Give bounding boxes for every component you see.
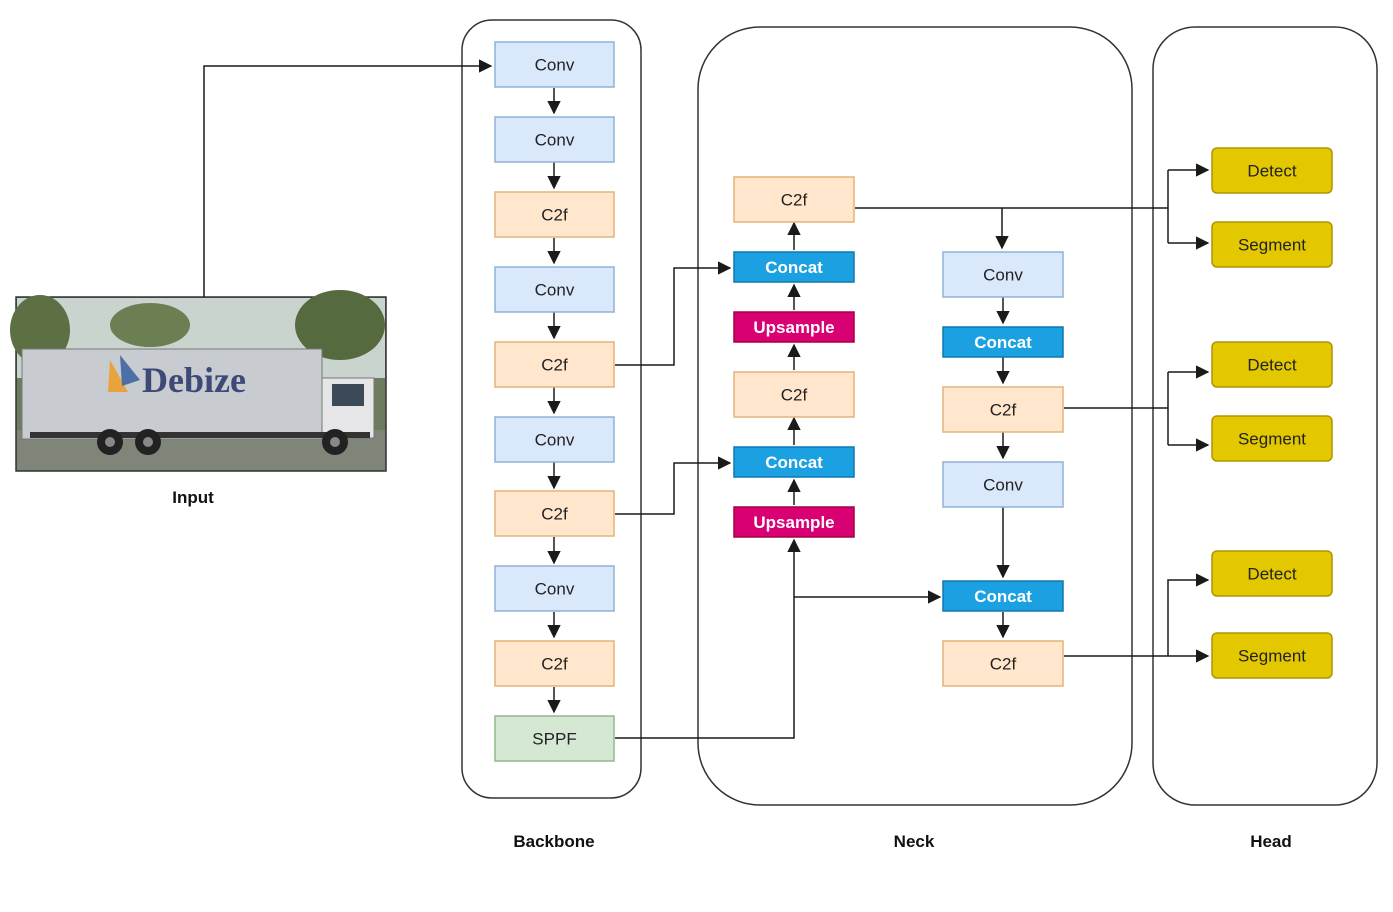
head-block-label: Detect: [1247, 565, 1296, 584]
neck-left-block-upsample: Upsample: [733, 506, 855, 538]
neck-right-block-box: [942, 640, 1064, 687]
neck-left-block-box: [733, 176, 855, 223]
input-label: Input: [172, 488, 214, 507]
head-block-label: Detect: [1247, 356, 1296, 375]
neck-left-block-concat: Concat: [733, 251, 855, 283]
neck-left-block-label: C2f: [781, 191, 808, 210]
backbone-block-box: [494, 191, 615, 238]
neck-right-block-concat: Concat: [942, 326, 1064, 358]
head-container: [1152, 26, 1378, 806]
neck-left-block-label: Upsample: [753, 318, 834, 337]
backbone-block-conv: Conv: [494, 565, 615, 612]
backbone-block-c2f: C2f: [494, 640, 615, 687]
backbone-block-box: [494, 640, 615, 687]
backbone-block-label: Conv: [535, 56, 575, 75]
backbone-block-label: Conv: [535, 580, 575, 599]
head-block-label: Segment: [1238, 236, 1306, 255]
backbone-block-conv: Conv: [494, 116, 615, 163]
head-block-head: Segment: [1211, 221, 1333, 268]
neck-left-block-label: C2f: [781, 386, 808, 405]
backbone-block-box: [494, 41, 615, 88]
neck-right-block-label: C2f: [990, 401, 1017, 420]
neck-right-block-conv: Conv: [942, 461, 1064, 508]
neck-label: Neck: [894, 832, 935, 851]
backbone-block-conv: Conv: [494, 416, 615, 463]
backbone-block-label: C2f: [541, 206, 568, 225]
neck-left-block-label: Concat: [765, 258, 823, 277]
backbone-block-label: C2f: [541, 505, 568, 524]
neck-right-block-box: [942, 326, 1064, 358]
neck-left-block-label: Concat: [765, 453, 823, 472]
head-block-box: [1211, 221, 1333, 268]
neck-left-block-box: [733, 311, 855, 343]
backbone-block-c2f: C2f: [494, 191, 615, 238]
neck-left-block-concat: Concat: [733, 446, 855, 478]
neck-right-block-box: [942, 386, 1064, 433]
neck-right-block-c2f: C2f: [942, 640, 1064, 687]
backbone-label: Backbone: [513, 832, 594, 851]
backbone-block-box: [494, 116, 615, 163]
backbone-block-c2f: C2f: [494, 341, 615, 388]
backbone-block-box: [494, 715, 615, 762]
neck-right-block-c2f: C2f: [942, 386, 1064, 433]
neck-right-block-label: Concat: [974, 587, 1032, 606]
neck-left-block-box: [733, 446, 855, 478]
neck-right-block-concat: Concat: [942, 580, 1064, 612]
backbone-container: [461, 19, 642, 799]
backbone-block-label: Conv: [535, 431, 575, 450]
neck-right-block-box: [942, 251, 1064, 298]
input-image-logo-text: Debize: [142, 360, 246, 400]
head-block-label: Segment: [1238, 647, 1306, 666]
head-block-head: Segment: [1211, 632, 1333, 679]
backbone-block-conv: Conv: [494, 41, 615, 88]
neck-container: [697, 26, 1133, 806]
backbone-block-label: Conv: [535, 281, 575, 300]
blocks-layer: ConvConvC2fConvC2fConvC2fConvC2fSPPFC2fC…: [494, 41, 1333, 762]
head-block-head: Detect: [1211, 550, 1333, 597]
neck-right-block-box: [942, 461, 1064, 508]
backbone-block-conv: Conv: [494, 266, 615, 313]
neck-left-block-c2f: C2f: [733, 176, 855, 223]
head-block-head: Segment: [1211, 415, 1333, 462]
neck-left-block-upsample: Upsample: [733, 311, 855, 343]
neck-left-block-label: Upsample: [753, 513, 834, 532]
head-block-box: [1211, 341, 1333, 388]
backbone-block-label: C2f: [541, 655, 568, 674]
input-image: Debize: [10, 290, 387, 472]
backbone-block-c2f: C2f: [494, 490, 615, 537]
neck-right-block-label: C2f: [990, 655, 1017, 674]
neck-right-block-label: Concat: [974, 333, 1032, 352]
backbone-block-box: [494, 341, 615, 388]
head-block-label: Segment: [1238, 430, 1306, 449]
head-block-box: [1211, 147, 1333, 194]
neck-left-block-box: [733, 251, 855, 283]
backbone-block-label: SPPF: [532, 730, 576, 749]
neck-right-block-conv: Conv: [942, 251, 1064, 298]
connectors: [203, 59, 1210, 739]
backbone-block-label: C2f: [541, 356, 568, 375]
head-block-box: [1211, 415, 1333, 462]
neck-left-block-box: [733, 506, 855, 538]
neck-right-block-label: Conv: [983, 266, 1023, 285]
backbone-block-sppf: SPPF: [494, 715, 615, 762]
backbone-block-box: [494, 490, 615, 537]
head-label: Head: [1250, 832, 1292, 851]
neck-left-block-box: [733, 371, 855, 418]
neck-right-block-box: [942, 580, 1064, 612]
backbone-block-box: [494, 416, 615, 463]
head-block-head: Detect: [1211, 147, 1333, 194]
neck-left-block-c2f: C2f: [733, 371, 855, 418]
backbone-block-box: [494, 266, 615, 313]
head-block-head: Detect: [1211, 341, 1333, 388]
neck-right-block-label: Conv: [983, 476, 1023, 495]
head-block-box: [1211, 632, 1333, 679]
head-block-box: [1211, 550, 1333, 597]
backbone-block-label: Conv: [535, 131, 575, 150]
head-block-label: Detect: [1247, 162, 1296, 181]
backbone-block-box: [494, 565, 615, 612]
